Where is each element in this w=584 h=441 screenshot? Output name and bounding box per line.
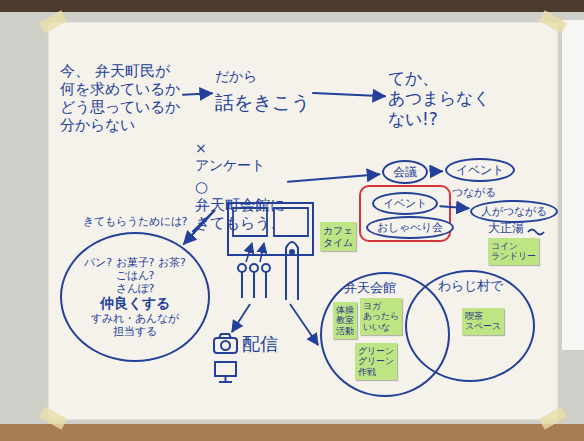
text-block: てか、 あつまらなく ない!?	[388, 68, 490, 129]
node-text: おしゃべり会	[377, 221, 443, 234]
node-subtext: ○弁天町会館に きてもらう、	[195, 178, 285, 232]
node-subtext: 話をきこう	[215, 91, 310, 114]
tape	[539, 406, 568, 429]
node-text: ヨガ あったら いいな	[363, 301, 399, 332]
sticky-note: カフェ タイム	[320, 222, 356, 251]
circled-word: おしゃべり会	[366, 216, 454, 239]
hand-arrow	[288, 174, 379, 182]
circled-word: 人がつながる	[470, 200, 558, 223]
node-text: コイン ランドリー	[491, 241, 536, 262]
text-block: 今、 弁天町民が 何を求めているか どう思っているか 分からない	[60, 62, 180, 134]
node-text: カフェ タイム	[323, 225, 353, 248]
calendar	[562, 20, 584, 350]
note-label: 大正湯	[488, 221, 524, 235]
paper-sheet	[48, 22, 558, 420]
wave-mark	[528, 230, 544, 235]
sticky-note: 体操 教室 活動	[333, 302, 357, 339]
node-text: だから	[215, 68, 257, 85]
board-frame	[0, 0, 584, 12]
node-subtext: さんぽ?	[83, 282, 187, 295]
text-block: だから話をきこう	[215, 68, 310, 114]
node-text: わらじ村で	[407, 278, 533, 294]
sticky-note: グリーン グリーン 作戦	[355, 343, 397, 380]
circle-region: パン? お菓子? お茶? ごはん?さんぽ?仲良くするすみれ・あんなが 担当するき…	[60, 232, 210, 362]
tape	[39, 406, 68, 429]
hand-arrow	[313, 93, 385, 96]
note-label: つながる	[452, 186, 496, 199]
board-tray	[0, 424, 584, 441]
hand-arrow	[260, 243, 264, 262]
node-text: 喫茶 スペース	[465, 311, 501, 332]
node-subtext: すみれ・あんなが 担当する	[83, 312, 187, 338]
hand-arrow	[183, 93, 212, 95]
sticky-note: 喫茶 スペース	[462, 308, 504, 335]
sticky-note: コイン ランドリー	[488, 238, 539, 265]
tape	[39, 10, 68, 33]
region-body: パン? お菓子? お茶? ごはん?さんぽ?仲良くするすみれ・あんなが 担当する	[62, 256, 208, 339]
hand-arrow	[431, 170, 442, 172]
node-subtext: 仲良くする	[83, 295, 187, 312]
monitor-icon	[215, 362, 236, 382]
node-text: イベント	[456, 163, 504, 177]
circled-word: イベント	[445, 158, 515, 182]
sticky-note: ヨガ あったら いいな	[360, 298, 402, 335]
circle-region: 弁天会館体操 教室 活動ヨガ あったら いいなグリーン グリーン 作戦	[320, 272, 450, 397]
node-subtext: パン? お菓子? お茶? ごはん?	[83, 256, 187, 282]
circle-region: わらじ村で喫茶 スペース	[405, 270, 535, 382]
node-text: ×アンケート	[195, 140, 265, 174]
node-text: グリーン グリーン 作戦	[358, 346, 394, 377]
node-text: 体操 教室 活動	[336, 305, 354, 336]
node-text: きてもらうためには?	[62, 215, 208, 228]
node-text: 今、 弁天町民が 何を求めているか どう思っているか 分からない	[60, 62, 180, 134]
circled-word: 会議	[382, 160, 428, 184]
node-text: 人がつながる	[481, 205, 547, 218]
hand-arrow	[246, 243, 252, 262]
hand-arrow	[290, 304, 318, 345]
camera-icon	[214, 334, 237, 353]
node-text: 会議	[393, 165, 417, 179]
text-block: ×アンケート ○弁天町会館に きてもらう、	[195, 140, 285, 232]
note-label: 配信	[242, 333, 278, 355]
circled-word: イベント	[372, 192, 438, 215]
hand-arrow	[232, 304, 250, 332]
node-text: イベント	[383, 197, 427, 210]
node-text: てか、 あつまらなく ない!?	[388, 68, 490, 129]
hand-arrow	[440, 206, 468, 208]
node-text: 弁天会館	[344, 280, 396, 296]
people-sketch	[238, 242, 298, 300]
tape	[539, 10, 568, 33]
